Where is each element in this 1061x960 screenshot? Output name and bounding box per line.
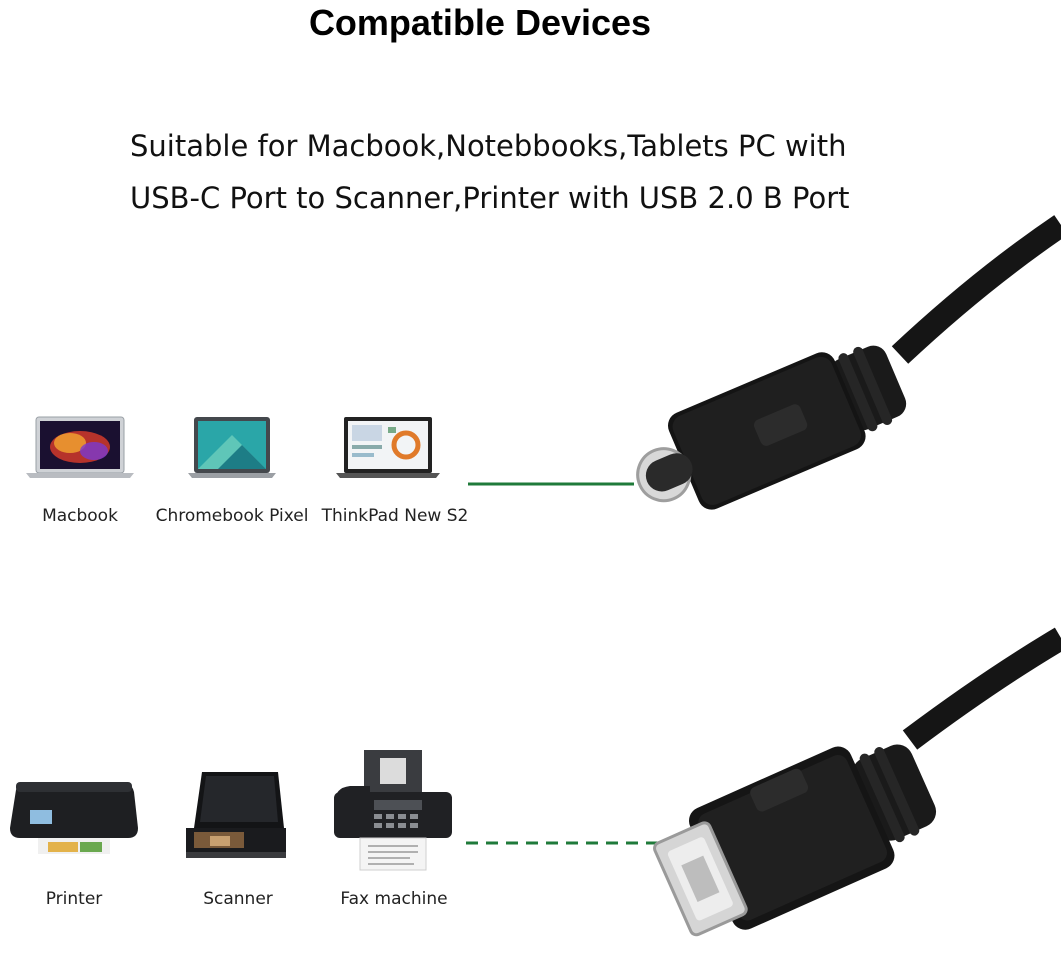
description-line-2: USB-C Port to Scanner,Printer with USB 2… xyxy=(130,181,850,215)
device-label-printer: Printer xyxy=(45,889,103,909)
macbook-icon xyxy=(26,416,134,478)
description-line-1: Suitable for Macbook,Notebbooks,Tablets … xyxy=(130,129,847,163)
printer-icon xyxy=(10,782,138,854)
page-title: Compatible Devices xyxy=(308,2,652,43)
device-label-thinkpad-new-s2: ThinkPad New S2 xyxy=(321,506,469,526)
description: Suitable for Macbook,Notebbooks,Tablets … xyxy=(130,120,850,224)
device-label-chromebook-pixel: Chromebook Pixel xyxy=(155,506,309,526)
thinkpad-icon xyxy=(336,417,440,478)
device-label-macbook: Macbook xyxy=(42,506,118,526)
chromebook-icon xyxy=(188,417,276,478)
device-label-scanner: Scanner xyxy=(203,889,273,909)
device-label-fax-machine: Fax machine xyxy=(340,889,448,909)
scanner-icon xyxy=(186,772,286,858)
fax-icon xyxy=(334,750,452,871)
